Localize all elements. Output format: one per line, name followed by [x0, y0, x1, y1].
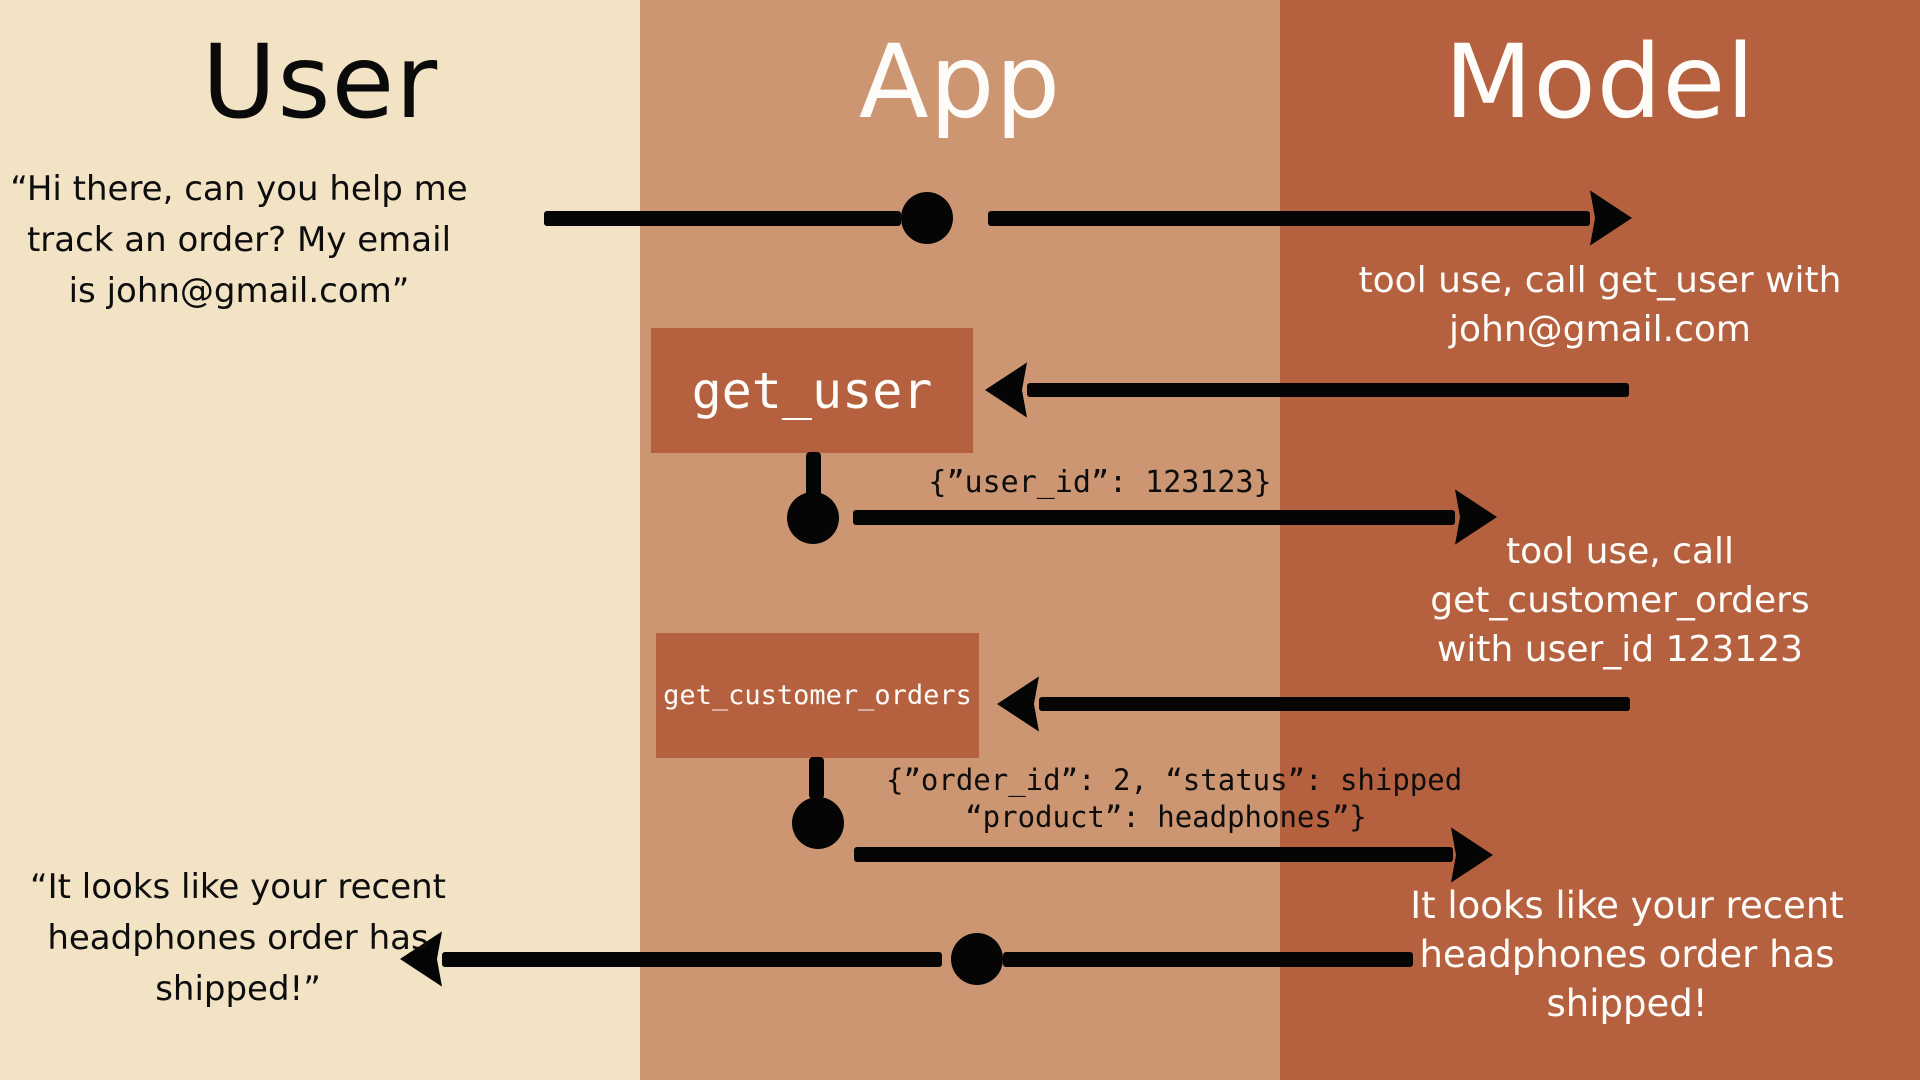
user-message-line: “Hi there, can you help me: [10, 169, 468, 209]
get-customer-orders-result-line: “product”: headphones”}: [965, 800, 1367, 834]
get-customer-orders-result-dot: [792, 797, 844, 849]
get-user-result-dot: [787, 492, 839, 544]
user-to-model-arrow-line: [988, 211, 1590, 226]
model-tool-call-get-user-text: tool use, call get_user with john@gmail.…: [1290, 256, 1910, 354]
model-to-user-arrow-line: [442, 952, 942, 967]
model-lane: [1280, 0, 1920, 1080]
app-lane-title: App: [858, 23, 1062, 142]
user-reply-line: “It looks like your recent: [29, 867, 447, 907]
model-tool-call-get-customer-orders-line: get_customer_orders: [1430, 580, 1810, 621]
model-reply-line: It looks like your recent: [1410, 884, 1844, 927]
model-tool-call-get-customer-orders-line: tool use, call: [1505, 531, 1735, 572]
get-customer-orders-tool-label: get_customer_orders: [663, 680, 972, 711]
user-lane-title: User: [201, 23, 439, 142]
get-customer-orders-result-text: {”order_id”: 2, “status”: shipped “produ…: [886, 762, 1463, 836]
model-to-get-user-arrow-line: [1027, 383, 1629, 397]
user-lane: [0, 0, 640, 1080]
user-message-line: track an order? My email: [26, 220, 452, 260]
model-lane-title: Model: [1444, 23, 1756, 142]
get-customer-orders-result-line: {”order_id”: 2, “status”: shipped: [886, 763, 1463, 797]
get-user-result-text: {”user_id”: 123123}: [928, 465, 1272, 500]
get-user-connector-stem: [806, 452, 821, 497]
model-tool-call-get-customer-orders-text: tool use, call get_customer_orders with …: [1300, 527, 1920, 674]
model-tool-call-get-user-line: tool use, call get_user with: [1358, 260, 1842, 301]
model-tool-call-get-user-line: john@gmail.com: [1449, 309, 1751, 350]
user-message-line: is john@gmail.com”: [68, 271, 410, 311]
get-user-result-arrow-line: [853, 510, 1455, 525]
user-message-text: “Hi there, can you help me track an orde…: [0, 164, 478, 317]
app-relay-dot: [901, 192, 953, 244]
model-reply-line: headphones order has: [1419, 933, 1835, 976]
model-reply-line: shipped!: [1546, 982, 1708, 1025]
model-to-get-customer-orders-arrow-line: [1039, 697, 1630, 711]
user-to-model-arrow-line: [544, 211, 901, 226]
get-customer-orders-result-arrow-line: [854, 847, 1453, 862]
user-reply-text: “It looks like your recent headphones or…: [0, 862, 476, 1015]
get-user-tool-label: get_user: [691, 361, 933, 420]
model-reply-text: It looks like your recent headphones ord…: [1307, 881, 1920, 1028]
model-tool-call-get-customer-orders-line: with user_id 123123: [1436, 629, 1804, 670]
get-user-tool-box: get_user: [651, 328, 973, 453]
user-reply-line: shipped!”: [155, 969, 321, 1009]
app-lane: [640, 0, 1280, 1080]
user-reply-line: headphones order has: [47, 918, 429, 958]
get-customer-orders-connector-stem: [809, 757, 824, 799]
get-customer-orders-tool-box: get_customer_orders: [656, 633, 979, 758]
model-to-user-arrow-line: [1003, 952, 1413, 967]
app-relay-dot: [951, 933, 1003, 985]
